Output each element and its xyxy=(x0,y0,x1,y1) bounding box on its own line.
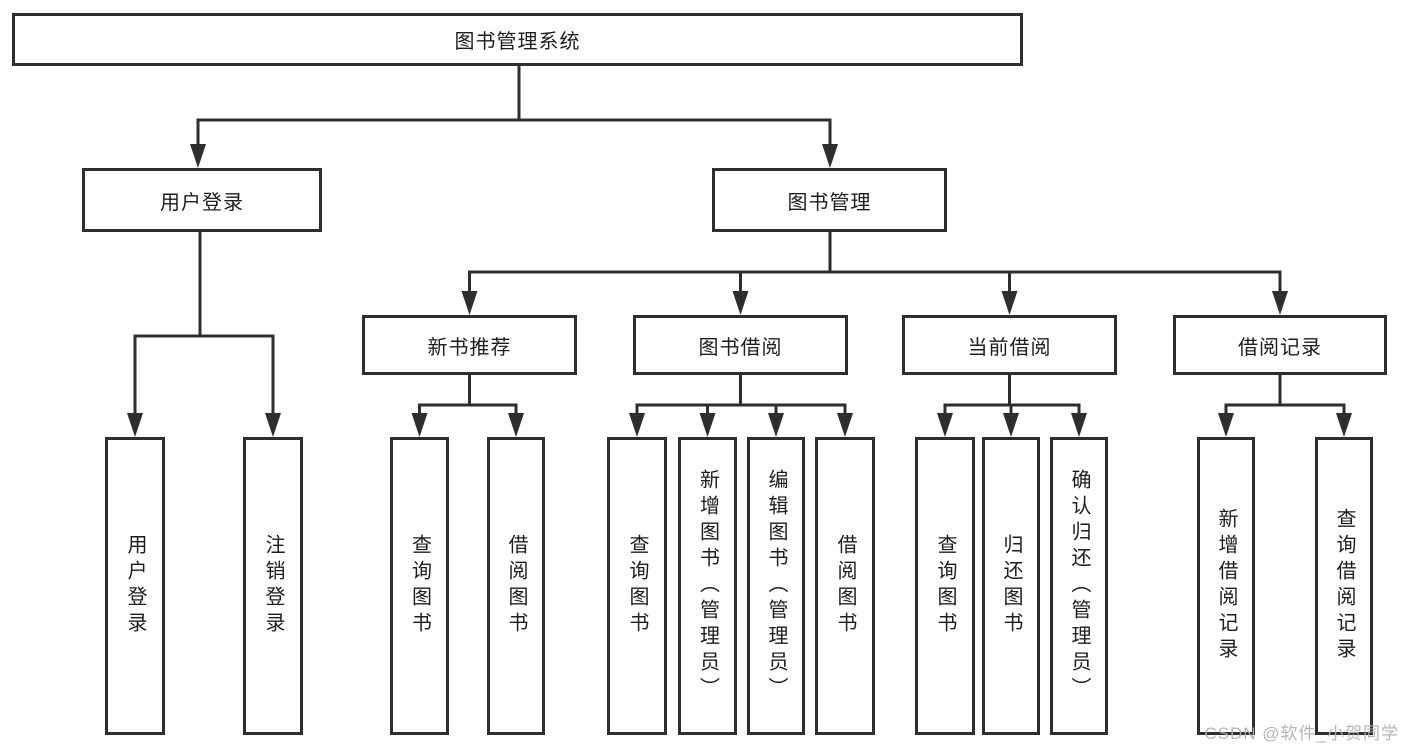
node-label: 图书管理系统 xyxy=(454,31,581,53)
node-label: 新书推荐 xyxy=(427,336,512,359)
node-label: 用户登录 xyxy=(160,191,244,214)
node-label: 图书借阅 xyxy=(698,336,783,359)
node-label: 借阅图书 xyxy=(834,534,856,638)
node-query-books-1: 查询图书 xyxy=(390,437,449,735)
node-add-borrow-record: 新增借阅记录 xyxy=(1197,437,1255,735)
node-label: 借阅记录 xyxy=(1238,336,1322,359)
node-label: 查询图书 xyxy=(626,534,648,638)
node-label: 用户登录 xyxy=(124,534,146,638)
node-add-books-admin: 新增图书（管理员） xyxy=(678,437,737,735)
node-label: 新增借阅记录 xyxy=(1215,508,1237,664)
node-label: 注销登录 xyxy=(262,534,284,638)
node-book-management: 图书管理 xyxy=(712,168,947,232)
node-query-books-2: 查询图书 xyxy=(607,437,667,735)
watermark: CSDN @软件_小贺同学 xyxy=(1204,724,1399,743)
node-label: 当前借阅 xyxy=(967,336,1052,359)
connector-lines xyxy=(133,66,1346,420)
node-book-borrowing: 图书借阅 xyxy=(633,315,848,375)
node-label: 查询图书 xyxy=(934,534,956,638)
node-query-borrow-record: 查询借阅记录 xyxy=(1315,437,1373,735)
node-logout: 注销登录 xyxy=(243,437,303,735)
node-user-login-leaf: 用户登录 xyxy=(105,437,165,735)
node-user-login: 用户登录 xyxy=(82,168,322,232)
node-label: 新增图书（管理员） xyxy=(696,469,719,703)
node-edit-books-admin: 编辑图书（管理员） xyxy=(747,437,805,735)
node-label: 查询图书 xyxy=(408,534,431,638)
node-label: 借阅图书 xyxy=(505,534,527,638)
node-library-management-system: 图书管理系统 xyxy=(12,13,1023,66)
node-return-books: 归还图书 xyxy=(982,437,1040,735)
node-borrow-books-2: 借阅图书 xyxy=(815,437,875,735)
node-query-books-3: 查询图书 xyxy=(915,437,975,735)
node-label: 确认归还（管理员） xyxy=(1068,469,1090,703)
node-label: 归还图书 xyxy=(1000,534,1022,638)
node-label: 编辑图书（管理员） xyxy=(765,469,787,703)
node-confirm-return-admin: 确认归还（管理员） xyxy=(1050,437,1108,735)
node-label: 查询借阅记录 xyxy=(1333,508,1355,664)
node-current-borrowing: 当前借阅 xyxy=(902,315,1117,375)
node-borrowing-records: 借阅记录 xyxy=(1173,315,1387,375)
node-borrow-books-1: 借阅图书 xyxy=(487,437,545,735)
node-label: 图书管理 xyxy=(787,191,872,214)
node-new-book-recommend: 新书推荐 xyxy=(362,315,577,375)
